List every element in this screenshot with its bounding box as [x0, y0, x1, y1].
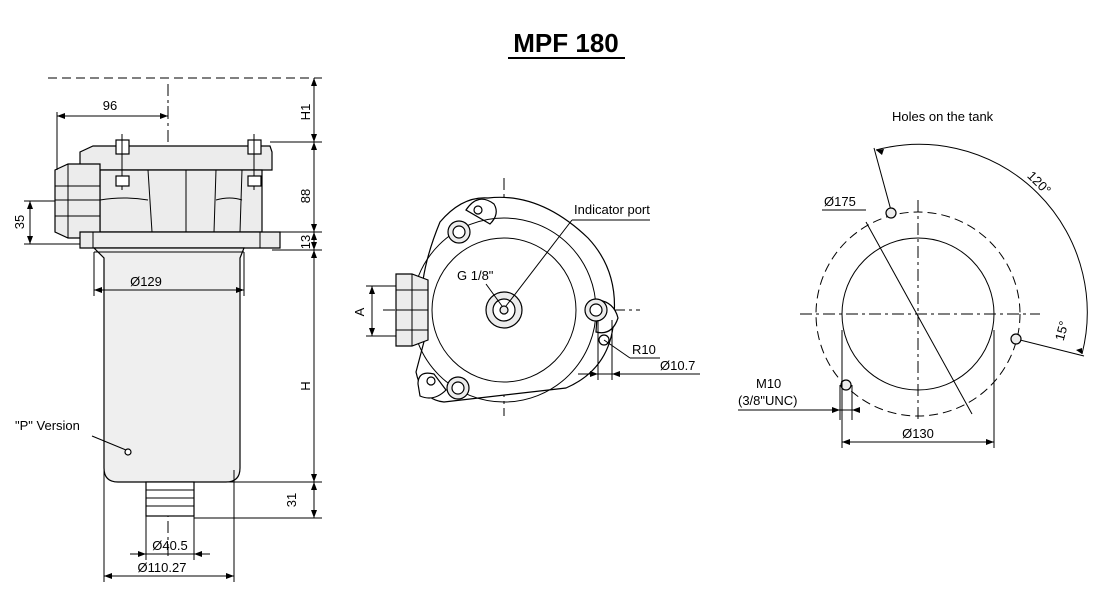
p-version-label: "P" Version: [15, 418, 80, 433]
drawing-title: MPF 180: [513, 28, 619, 58]
dim-10-7: Ø10.7: [660, 358, 695, 373]
dim-13: 13: [298, 235, 313, 249]
indicator-port-label: Indicator port: [574, 202, 650, 217]
dim-a: A: [352, 307, 367, 316]
tank-view: Holes on the tank 120° 15° Ø175 M10 (3/8…: [738, 109, 1088, 448]
dim-130: Ø130: [902, 426, 934, 441]
dim-96: 96: [103, 98, 117, 113]
angle-15: 15°: [1052, 319, 1072, 342]
dim-35: 35: [12, 215, 27, 229]
dim-175: Ø175: [824, 194, 856, 209]
top-view: A Indicator port G 1/8" R10 Ø10.7: [352, 178, 700, 416]
dim-110-27: Ø110.27: [138, 560, 187, 575]
g18-label: G 1/8": [457, 268, 494, 283]
holes-title: Holes on the tank: [892, 109, 994, 124]
dim-40-5: Ø40.5: [152, 538, 187, 553]
dim-129: Ø129: [130, 274, 162, 289]
dim-h: H: [298, 381, 313, 390]
dim-h1: H1: [298, 104, 313, 121]
unc-label: (3/8"UNC): [738, 393, 798, 408]
side-view: 96 H1 88 13 H 31 35 Ø129 Ø40.5: [12, 77, 322, 582]
dim-88: 88: [298, 189, 313, 203]
dim-31: 31: [284, 493, 299, 507]
m10-label: M10: [756, 376, 781, 391]
angle-120: 120°: [1024, 168, 1054, 198]
dim-r10: R10: [632, 342, 656, 357]
